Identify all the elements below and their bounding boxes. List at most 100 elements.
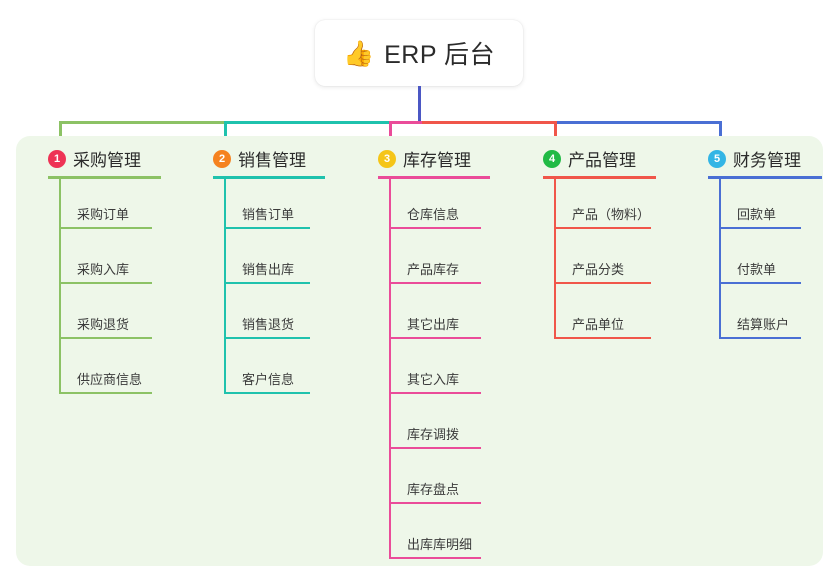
branch-item-label: 销售订单 bbox=[242, 207, 295, 222]
branch-rail-segment bbox=[224, 121, 422, 124]
branch-item-rule bbox=[554, 227, 651, 229]
branch-item-rule bbox=[719, 227, 801, 229]
branch-rail-segment bbox=[419, 121, 557, 124]
branch-item-label: 仓库信息 bbox=[407, 207, 460, 222]
branch-item-label: 产品（物料） bbox=[572, 207, 651, 222]
branch-item-label: 产品分类 bbox=[572, 262, 625, 277]
branch-item-rule bbox=[224, 227, 310, 229]
branch-item[interactable]: 出库库明细 bbox=[389, 529, 481, 559]
branch-item-label: 产品库存 bbox=[407, 262, 460, 277]
branch-item-label: 采购退货 bbox=[77, 317, 130, 332]
branch-item[interactable]: 库存调拨 bbox=[389, 419, 481, 449]
branch-item[interactable]: 产品（物料） bbox=[554, 199, 651, 229]
branch-item-rule bbox=[59, 227, 152, 229]
branch-item[interactable]: 付款单 bbox=[719, 254, 801, 284]
thumbs-up-icon: 👍 bbox=[342, 38, 375, 68]
branch-header-采购管理[interactable]: 1 采购管理 bbox=[48, 146, 141, 171]
root-node[interactable]: 👍 ERP 后台 bbox=[315, 20, 523, 86]
branch-item-rule bbox=[719, 337, 801, 339]
branch-item[interactable]: 其它入库 bbox=[389, 364, 481, 394]
branch-title: 库存管理 bbox=[403, 151, 471, 170]
branch-spine bbox=[59, 176, 61, 394]
branch-item[interactable]: 仓库信息 bbox=[389, 199, 481, 229]
branch-item-label: 付款单 bbox=[737, 262, 777, 277]
branch-item-rule bbox=[224, 282, 310, 284]
branch-drop-connector bbox=[224, 121, 227, 147]
branch-rail-segment bbox=[389, 121, 422, 124]
branch-item[interactable]: 销售订单 bbox=[224, 199, 310, 229]
branch-item-label: 客户信息 bbox=[242, 372, 295, 387]
branch-spine bbox=[719, 176, 721, 339]
branch-item[interactable]: 库存盘点 bbox=[389, 474, 481, 504]
branch-item-rule bbox=[719, 282, 801, 284]
branch-item-label: 销售出库 bbox=[242, 262, 295, 277]
branch-header-库存管理[interactable]: 3 库存管理 bbox=[378, 146, 471, 171]
branch-item-rule bbox=[389, 227, 481, 229]
branch-item[interactable]: 产品库存 bbox=[389, 254, 481, 284]
branch-item-label: 出库库明细 bbox=[407, 537, 473, 552]
branch-title: 销售管理 bbox=[238, 151, 306, 170]
branch-item[interactable]: 其它出库 bbox=[389, 309, 481, 339]
root-trunk-connector bbox=[418, 86, 421, 123]
branch-item-label: 结算账户 bbox=[737, 317, 790, 332]
branch-title: 采购管理 bbox=[73, 151, 141, 170]
branch-header-rule bbox=[48, 176, 161, 179]
branch-drop-connector bbox=[59, 121, 62, 147]
branch-item[interactable]: 结算账户 bbox=[719, 309, 801, 339]
branch-item[interactable]: 回款单 bbox=[719, 199, 801, 229]
branch-item[interactable]: 供应商信息 bbox=[59, 364, 152, 394]
branch-item-label: 其它入库 bbox=[407, 372, 460, 387]
branch-item-rule bbox=[554, 337, 651, 339]
branch-item-label: 回款单 bbox=[737, 207, 777, 222]
branch-item[interactable]: 销售退货 bbox=[224, 309, 310, 339]
branch-rail-segment bbox=[419, 121, 722, 124]
root-node-content: 👍 ERP 后台 bbox=[343, 35, 495, 71]
branch-title: 产品管理 bbox=[568, 151, 636, 170]
branch-header-财务管理[interactable]: 5 财务管理 bbox=[708, 146, 801, 171]
branch-index-badge: 1 bbox=[48, 149, 66, 168]
branch-title: 财务管理 bbox=[733, 151, 801, 170]
branch-item-label: 其它出库 bbox=[407, 317, 460, 332]
branch-item-rule bbox=[389, 502, 481, 504]
branch-item-label: 采购入库 bbox=[77, 262, 130, 277]
branch-index-badge: 5 bbox=[708, 149, 726, 168]
branch-item-rule bbox=[389, 337, 481, 339]
branch-header-rule bbox=[378, 176, 490, 179]
branch-drop-connector bbox=[389, 121, 392, 147]
branch-item-rule bbox=[389, 557, 481, 559]
branch-item-rule bbox=[224, 337, 310, 339]
branch-item-label: 产品单位 bbox=[572, 317, 625, 332]
branch-item[interactable]: 采购退货 bbox=[59, 309, 152, 339]
branch-item-label: 销售退货 bbox=[242, 317, 295, 332]
branch-index-badge: 4 bbox=[543, 149, 561, 168]
branch-item-rule bbox=[389, 447, 481, 449]
branch-spine bbox=[389, 176, 391, 559]
branch-item-rule bbox=[224, 392, 310, 394]
branch-spine bbox=[554, 176, 556, 339]
root-title: ERP 后台 bbox=[384, 41, 496, 69]
branch-item-label: 库存调拨 bbox=[407, 427, 460, 442]
branch-item[interactable]: 采购订单 bbox=[59, 199, 152, 229]
branch-item-rule bbox=[59, 392, 152, 394]
branch-item-label: 供应商信息 bbox=[77, 372, 143, 387]
branch-item[interactable]: 销售出库 bbox=[224, 254, 310, 284]
branch-item-rule bbox=[554, 282, 651, 284]
branch-index-badge: 3 bbox=[378, 149, 396, 168]
branch-item[interactable]: 采购入库 bbox=[59, 254, 152, 284]
branch-item[interactable]: 客户信息 bbox=[224, 364, 310, 394]
branch-item[interactable]: 产品分类 bbox=[554, 254, 651, 284]
branch-item-label: 库存盘点 bbox=[407, 482, 460, 497]
branch-item-rule bbox=[59, 282, 152, 284]
branch-item-rule bbox=[389, 392, 481, 394]
branch-drop-connector bbox=[719, 121, 722, 147]
branch-header-产品管理[interactable]: 4 产品管理 bbox=[543, 146, 636, 171]
branch-drop-connector bbox=[554, 121, 557, 147]
branch-item-rule bbox=[389, 282, 481, 284]
branch-item[interactable]: 产品单位 bbox=[554, 309, 651, 339]
branch-item-rule bbox=[59, 337, 152, 339]
branch-header-rule bbox=[708, 176, 822, 179]
branch-header-rule bbox=[543, 176, 656, 179]
